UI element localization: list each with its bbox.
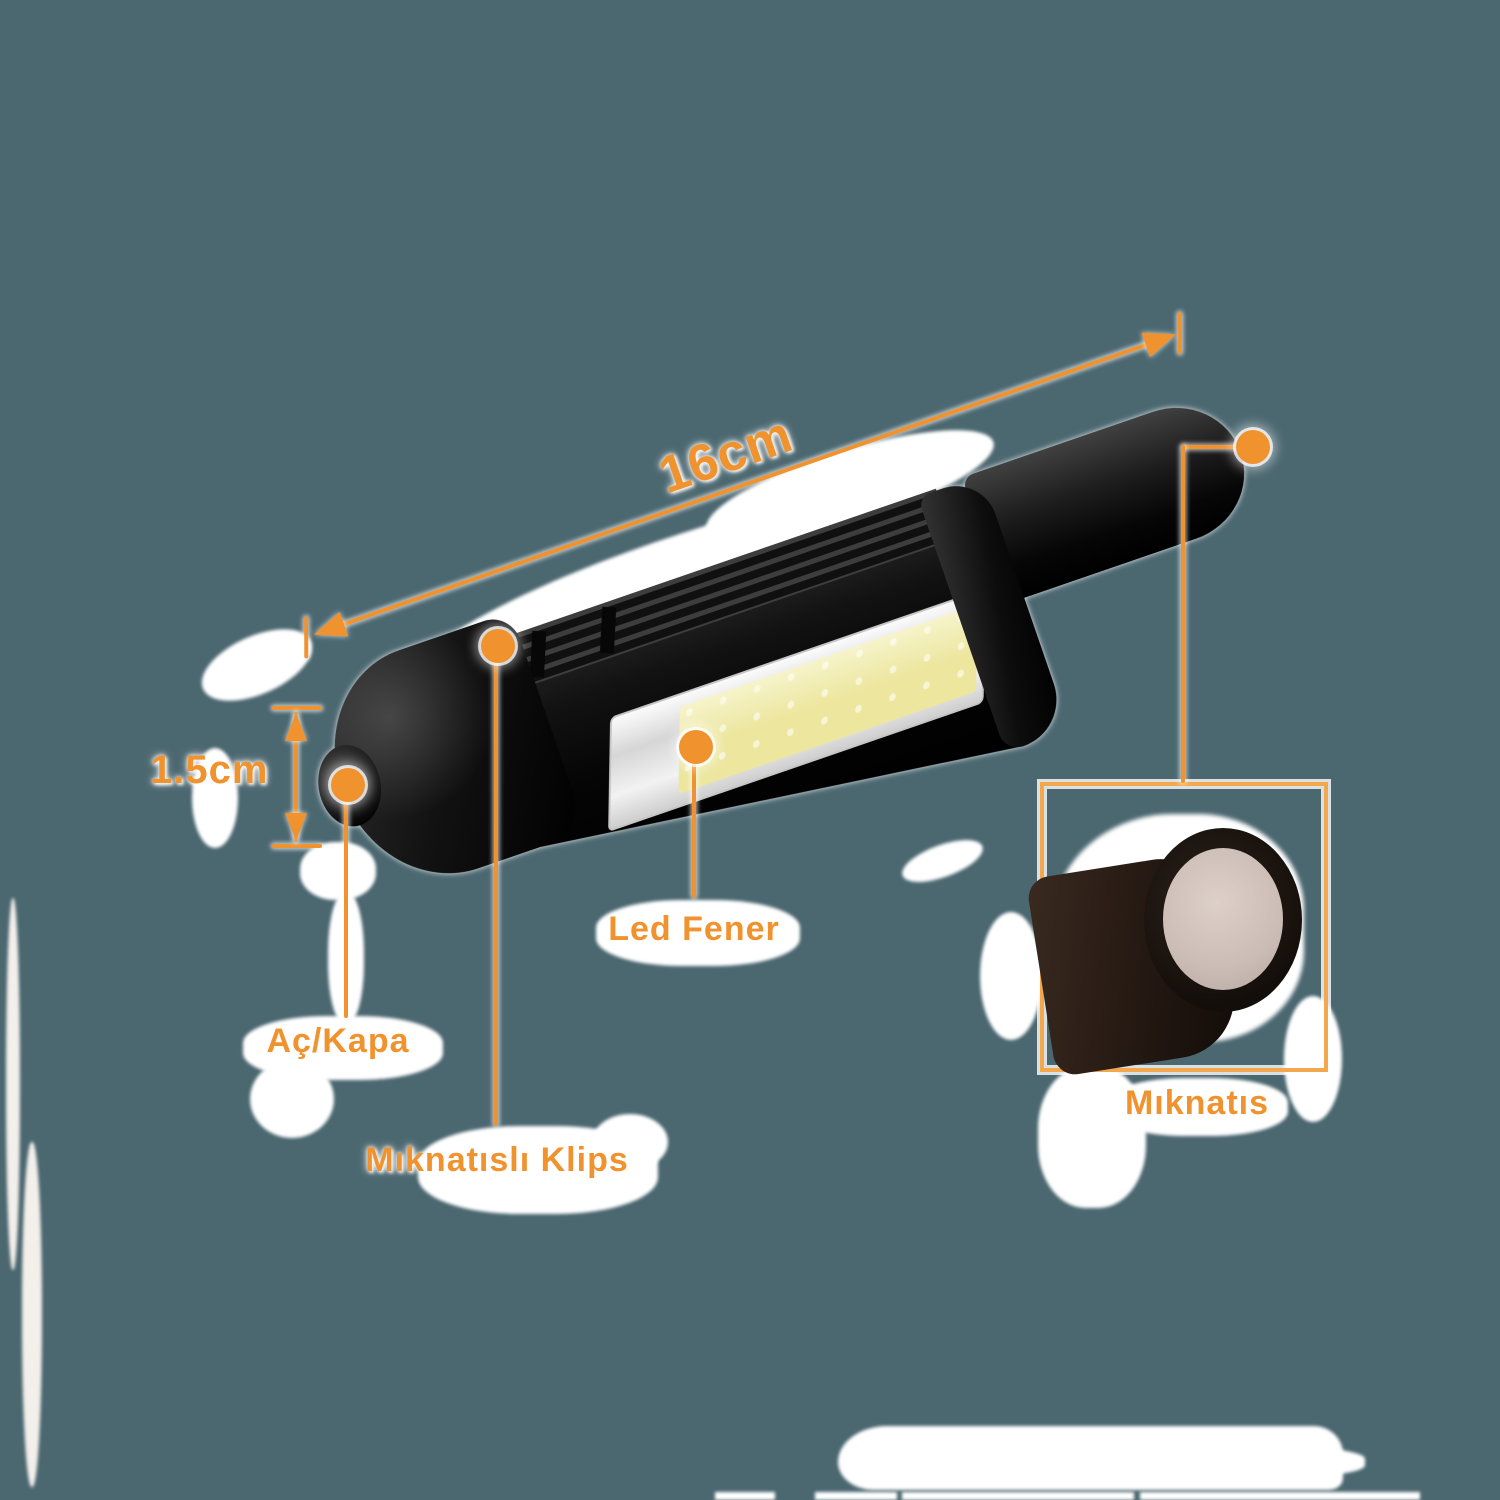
led-callout-dot [679,730,713,764]
background-artifact [902,1492,1134,1500]
background-artifact [1284,996,1342,1122]
background-artifact [596,900,800,966]
background-artifact [592,1114,668,1170]
power-callout-dot [331,768,365,802]
power-label: Aç/Kapa [266,1022,410,1060]
background-artifact [250,1060,334,1138]
dimension-tick [304,616,309,659]
magnet-face [1163,848,1283,990]
clip-callout-dot [481,629,515,663]
background-artifact [815,1492,897,1500]
arrowhead-icon [309,611,349,647]
background-artifact [715,1492,775,1500]
magnet-callout-line-vertical [1181,445,1185,783]
background-artifact [1140,1492,1420,1500]
background-artifact [6,898,20,1270]
background-artifact [980,912,1042,1040]
magnet-inset-box [1025,782,1328,1078]
clip-label: Mıknatıslı Klips [365,1141,629,1179]
arrowhead-icon [1141,322,1181,358]
dimension-tick [1177,312,1182,355]
cob-led-strip [678,604,977,794]
height-dimension: 1.5cm [150,706,322,848]
dimension-tick [272,844,322,848]
height-label: 1.5cm [150,748,269,792]
dimension-tick [272,706,322,710]
led-callout-line [692,758,696,898]
clip-notch [600,607,616,654]
clip-notch [530,631,546,678]
background-artifact [1140,1446,1365,1478]
background-artifact [300,842,376,900]
background-artifact [192,748,238,848]
magnet-callout-line-horizontal [1183,445,1241,449]
arrowhead-icon [285,813,307,841]
background-artifact [1108,1078,1288,1136]
led-label: Led Fener [608,910,780,948]
background-artifact [897,831,988,891]
arrowhead-icon [285,713,307,741]
power-callout-line [344,796,348,1018]
clip-callout-line [494,658,498,1126]
magnet-label: Mıknatıs [1124,1084,1270,1122]
dimension-line [294,712,298,842]
background-artifact [22,1142,42,1487]
magnet-callout-dot [1236,430,1270,464]
